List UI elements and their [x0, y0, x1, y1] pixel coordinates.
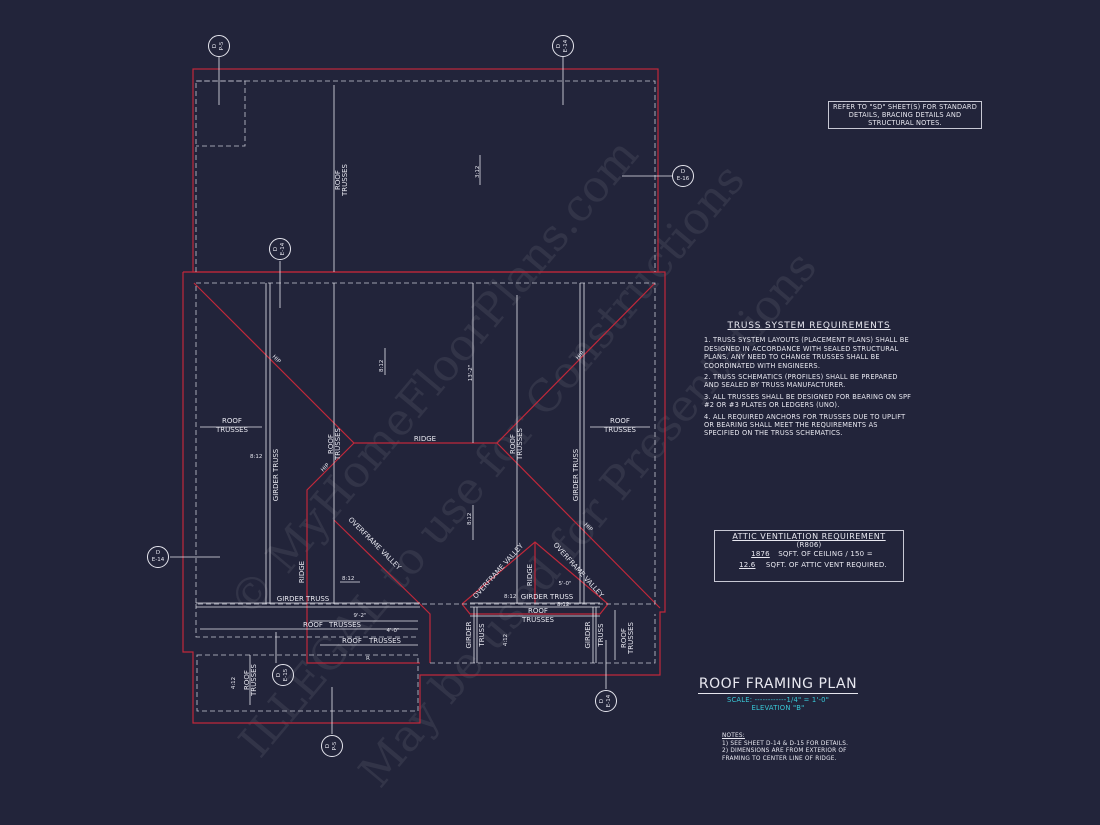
svg-text:8:12: 8:12 — [504, 594, 516, 600]
attic-ventilation-title: ATTIC VENTILATION REQUIREMENT — [732, 532, 886, 541]
truss-requirement-item: 4. ALL REQUIRED ANCHORS FOR TRUSSES DUE … — [704, 412, 906, 438]
svg-text:ROOF: ROOF — [620, 628, 628, 648]
dimension-label: 13'-2" — [468, 365, 474, 382]
ridge-label: RIDGE — [526, 564, 534, 586]
girder-truss-label: GIRDER TRUSS — [572, 448, 580, 501]
notes-heading: NOTES: — [722, 733, 745, 739]
svg-text:8:12: 8:12 — [557, 602, 569, 608]
refer-note: REFER TO "SD" SHEET(S) FOR STANDARD DETA… — [828, 101, 982, 129]
hip-label: HIP — [575, 350, 586, 361]
svg-text:TRUSSES: TRUSSES — [341, 163, 349, 197]
svg-text:GIRDER TRUSS: GIRDER TRUSS — [521, 593, 574, 601]
ceiling-sqft: 1876 — [751, 550, 770, 558]
svg-text:TRUSSES: TRUSSES — [328, 621, 362, 629]
ridge-label: RIDGE — [414, 435, 436, 443]
svg-text:ROOF: ROOF — [509, 434, 517, 454]
truss-requirement-item: 3. ALL TRUSSES SHALL BE DESIGNED FOR BEA… — [704, 392, 912, 410]
roof-trusses-label: ROOF — [610, 417, 630, 425]
girder-truss-label: GIRDER TRUSS — [272, 448, 280, 501]
svg-text:8:12: 8:12 — [379, 360, 385, 372]
vent-sqft: 12.6 — [739, 561, 756, 569]
svg-text:TRUSS: TRUSS — [478, 623, 486, 648]
svg-text:GIRDER: GIRDER — [465, 621, 473, 648]
truss-requirement-item: 1. TRUSS SYSTEM LAYOUTS (PLACEMENT PLANS… — [704, 336, 909, 370]
svg-text:ROOF: ROOF — [303, 621, 323, 629]
roof-trusses-label: ROOF — [222, 417, 242, 425]
svg-text:TRUSSES: TRUSSES — [516, 427, 524, 461]
truss-requirement-item: 2. TRUSS SCHEMATICS (PROFILES) SHALL BE … — [704, 373, 898, 390]
ridge-label: RIDGE — [298, 561, 306, 583]
svg-text:4:12: 4:12 — [503, 634, 509, 646]
svg-text:8:12: 8:12 — [467, 513, 473, 525]
svg-text:ROOF: ROOF — [334, 170, 342, 190]
svg-text:ROOF: ROOF — [327, 434, 335, 454]
hip-label: HIP — [583, 522, 594, 533]
svg-text:4:12: 4:12 — [231, 677, 237, 689]
svg-text:8:12: 8:12 — [342, 576, 354, 582]
roof-trusses-label: TRUSSES — [215, 426, 249, 434]
drawing-scale: SCALE: ------------1/4" = 1'-0" — [726, 696, 830, 704]
span-lines — [200, 85, 650, 705]
svg-text:ROOF: ROOF — [528, 607, 548, 615]
svg-text:GIRDER TRUSS: GIRDER TRUSS — [277, 595, 330, 603]
code-reference: (R806) — [796, 541, 822, 549]
svg-text:ROOF: ROOF — [342, 637, 362, 645]
svg-text:9'-2": 9'-2" — [353, 613, 366, 619]
svg-text:TRUSSES: TRUSSES — [627, 621, 635, 655]
note-item: 1) SEE SHEET D-14 & D-15 FOR DETAILS. — [722, 740, 849, 747]
girder-trusses — [196, 283, 600, 663]
roof-outline — [182, 68, 666, 724]
svg-text:ROOF: ROOF — [243, 670, 251, 690]
svg-text:8:12: 8:12 — [250, 454, 262, 460]
hip-label: HIP — [271, 354, 282, 365]
drawing-title: ROOF FRAMING PLAN — [698, 676, 858, 694]
note-item: 2) DIMENSIONS ARE FROM EXTERIOR OF FRAMI… — [722, 748, 847, 762]
elevation-label: ELEVATION "B" — [751, 704, 805, 713]
pitch-label: 3:12 — [475, 166, 481, 178]
truss-requirements: TRUSS SYSTEM REQUIREMENTS 1. TRUSS SYSTE… — [704, 321, 914, 441]
svg-text:TRUSSES: TRUSSES — [368, 637, 402, 645]
ceiling-text: SQFT. OF CEILING / 150 = — [778, 550, 873, 558]
section-callouts — [170, 57, 672, 734]
svg-text:GIRDER: GIRDER — [584, 621, 592, 648]
hip-label: HIP — [320, 462, 331, 473]
wall-lines — [195, 80, 656, 712]
svg-text:R: R — [366, 656, 370, 662]
vent-text: SQFT. OF ATTIC VENT REQUIRED. — [765, 561, 887, 569]
svg-text:5'-0": 5'-0" — [558, 581, 571, 587]
notes: NOTES: 1) SEE SHEET D-14 & D-15 FOR DETA… — [722, 733, 862, 763]
attic-ventilation-box: ATTIC VENTILATION REQUIREMENT (R806) 187… — [714, 530, 904, 582]
svg-text:TRUSS: TRUSS — [597, 623, 605, 648]
truss-requirements-title: TRUSS SYSTEM REQUIREMENTS — [727, 321, 891, 331]
title-block: ROOF FRAMING PLAN SCALE: ------------1/4… — [698, 676, 858, 713]
svg-text:4'-0": 4'-0" — [386, 628, 399, 634]
roof-trusses-label: TRUSSES — [603, 426, 637, 434]
svg-text:TRUSSES: TRUSSES — [250, 663, 258, 697]
svg-text:TRUSSES: TRUSSES — [334, 427, 342, 461]
svg-text:TRUSSES: TRUSSES — [521, 616, 555, 624]
